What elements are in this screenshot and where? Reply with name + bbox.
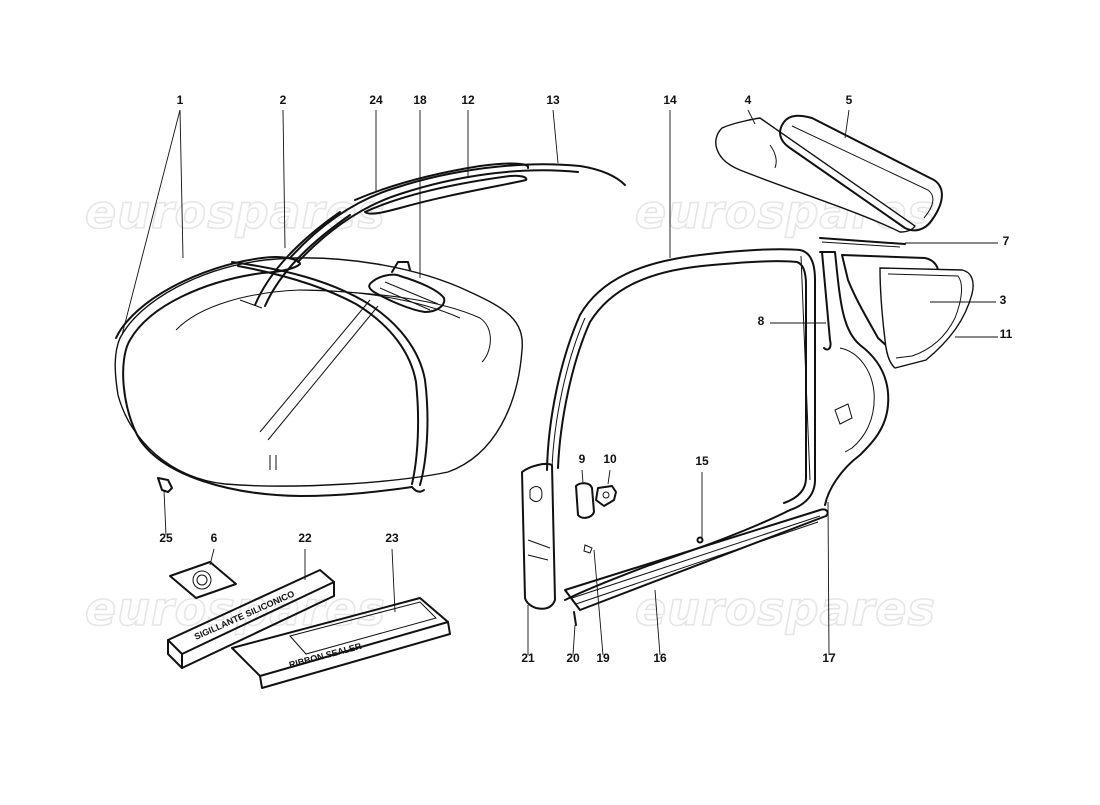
rear-view-mirror [368, 261, 446, 313]
callout-5: 5 [846, 93, 853, 107]
watermark-bottom-right: eurospares [635, 582, 936, 636]
finisher-strip [254, 211, 341, 306]
callout-10: 10 [603, 452, 617, 466]
leader-line-2 [282, 109, 286, 249]
callout-20: 20 [566, 651, 580, 665]
leader-line-23 [391, 548, 396, 613]
callout-1: 1 [177, 93, 184, 107]
leader-line-1 [121, 109, 181, 336]
callout-4: 4 [745, 93, 752, 107]
callout-8: 8 [758, 314, 765, 328]
part-20 [573, 611, 577, 626]
callout-9: 9 [579, 452, 586, 466]
callout-11: 11 [1000, 327, 1013, 341]
callout-18: 18 [413, 93, 427, 107]
seal-5 [779, 114, 943, 232]
callout-19: 19 [596, 651, 610, 665]
callout-17: 17 [822, 651, 836, 665]
callout-24: 24 [369, 93, 383, 107]
part-15 [696, 536, 704, 544]
windscreen-seal [115, 256, 413, 497]
glass-3 [879, 267, 974, 369]
callout-13: 13 [546, 93, 560, 107]
leader-line-10 [607, 469, 611, 485]
panel-17 [819, 251, 890, 506]
callout-25: 25 [159, 531, 173, 545]
small-parts [157, 462, 704, 626]
leader-lines [121, 109, 998, 656]
callout-2: 2 [280, 93, 287, 107]
glass-4 [715, 117, 916, 233]
callout-14: 14 [663, 93, 677, 107]
rear-quarter-glass [715, 114, 943, 248]
door-aperture-seal [546, 248, 890, 611]
callout-16: 16 [653, 651, 667, 665]
callout-3: 3 [1000, 293, 1007, 307]
callout-12: 12 [461, 93, 475, 107]
sill-16 [564, 508, 829, 611]
box-23-label: RIBBON SEALER [288, 641, 363, 670]
leader-line-6 [209, 548, 215, 566]
strip-8 [821, 251, 832, 351]
windscreen-seal-side [231, 261, 429, 486]
pack-6 [169, 561, 237, 599]
callout-15: 15 [695, 454, 709, 468]
roof-trim [289, 162, 626, 263]
leader-line-4 [747, 109, 756, 125]
leader-line-16 [654, 589, 661, 656]
callout-23: 23 [385, 531, 399, 545]
roof-rail-12 [364, 174, 528, 215]
leader-line-13 [552, 109, 559, 164]
watermark-top-left: eurospares [85, 185, 386, 239]
windscreen-assembly [114, 211, 523, 497]
windscreen-glass [114, 257, 523, 487]
part-10 [595, 485, 617, 507]
callout-21: 21 [521, 651, 535, 665]
callout-6: 6 [211, 531, 218, 545]
seal-14 [546, 248, 816, 601]
leader-line-9 [581, 469, 584, 484]
callout-7: 7 [1003, 234, 1010, 248]
leader-line-20 [572, 624, 576, 656]
part-25 [157, 477, 173, 493]
leader-line-19 [593, 549, 604, 656]
part-9 [575, 482, 595, 519]
part-21 [521, 462, 556, 610]
leader-line-5 [844, 109, 850, 139]
roof-rail-13 [289, 163, 626, 259]
leader-line-17 [827, 501, 830, 656]
leader-line-25 [163, 489, 167, 536]
seal-7 [819, 237, 906, 245]
callout-22: 22 [298, 531, 312, 545]
quarter-light [841, 254, 974, 369]
leader-line-1 [179, 109, 184, 259]
